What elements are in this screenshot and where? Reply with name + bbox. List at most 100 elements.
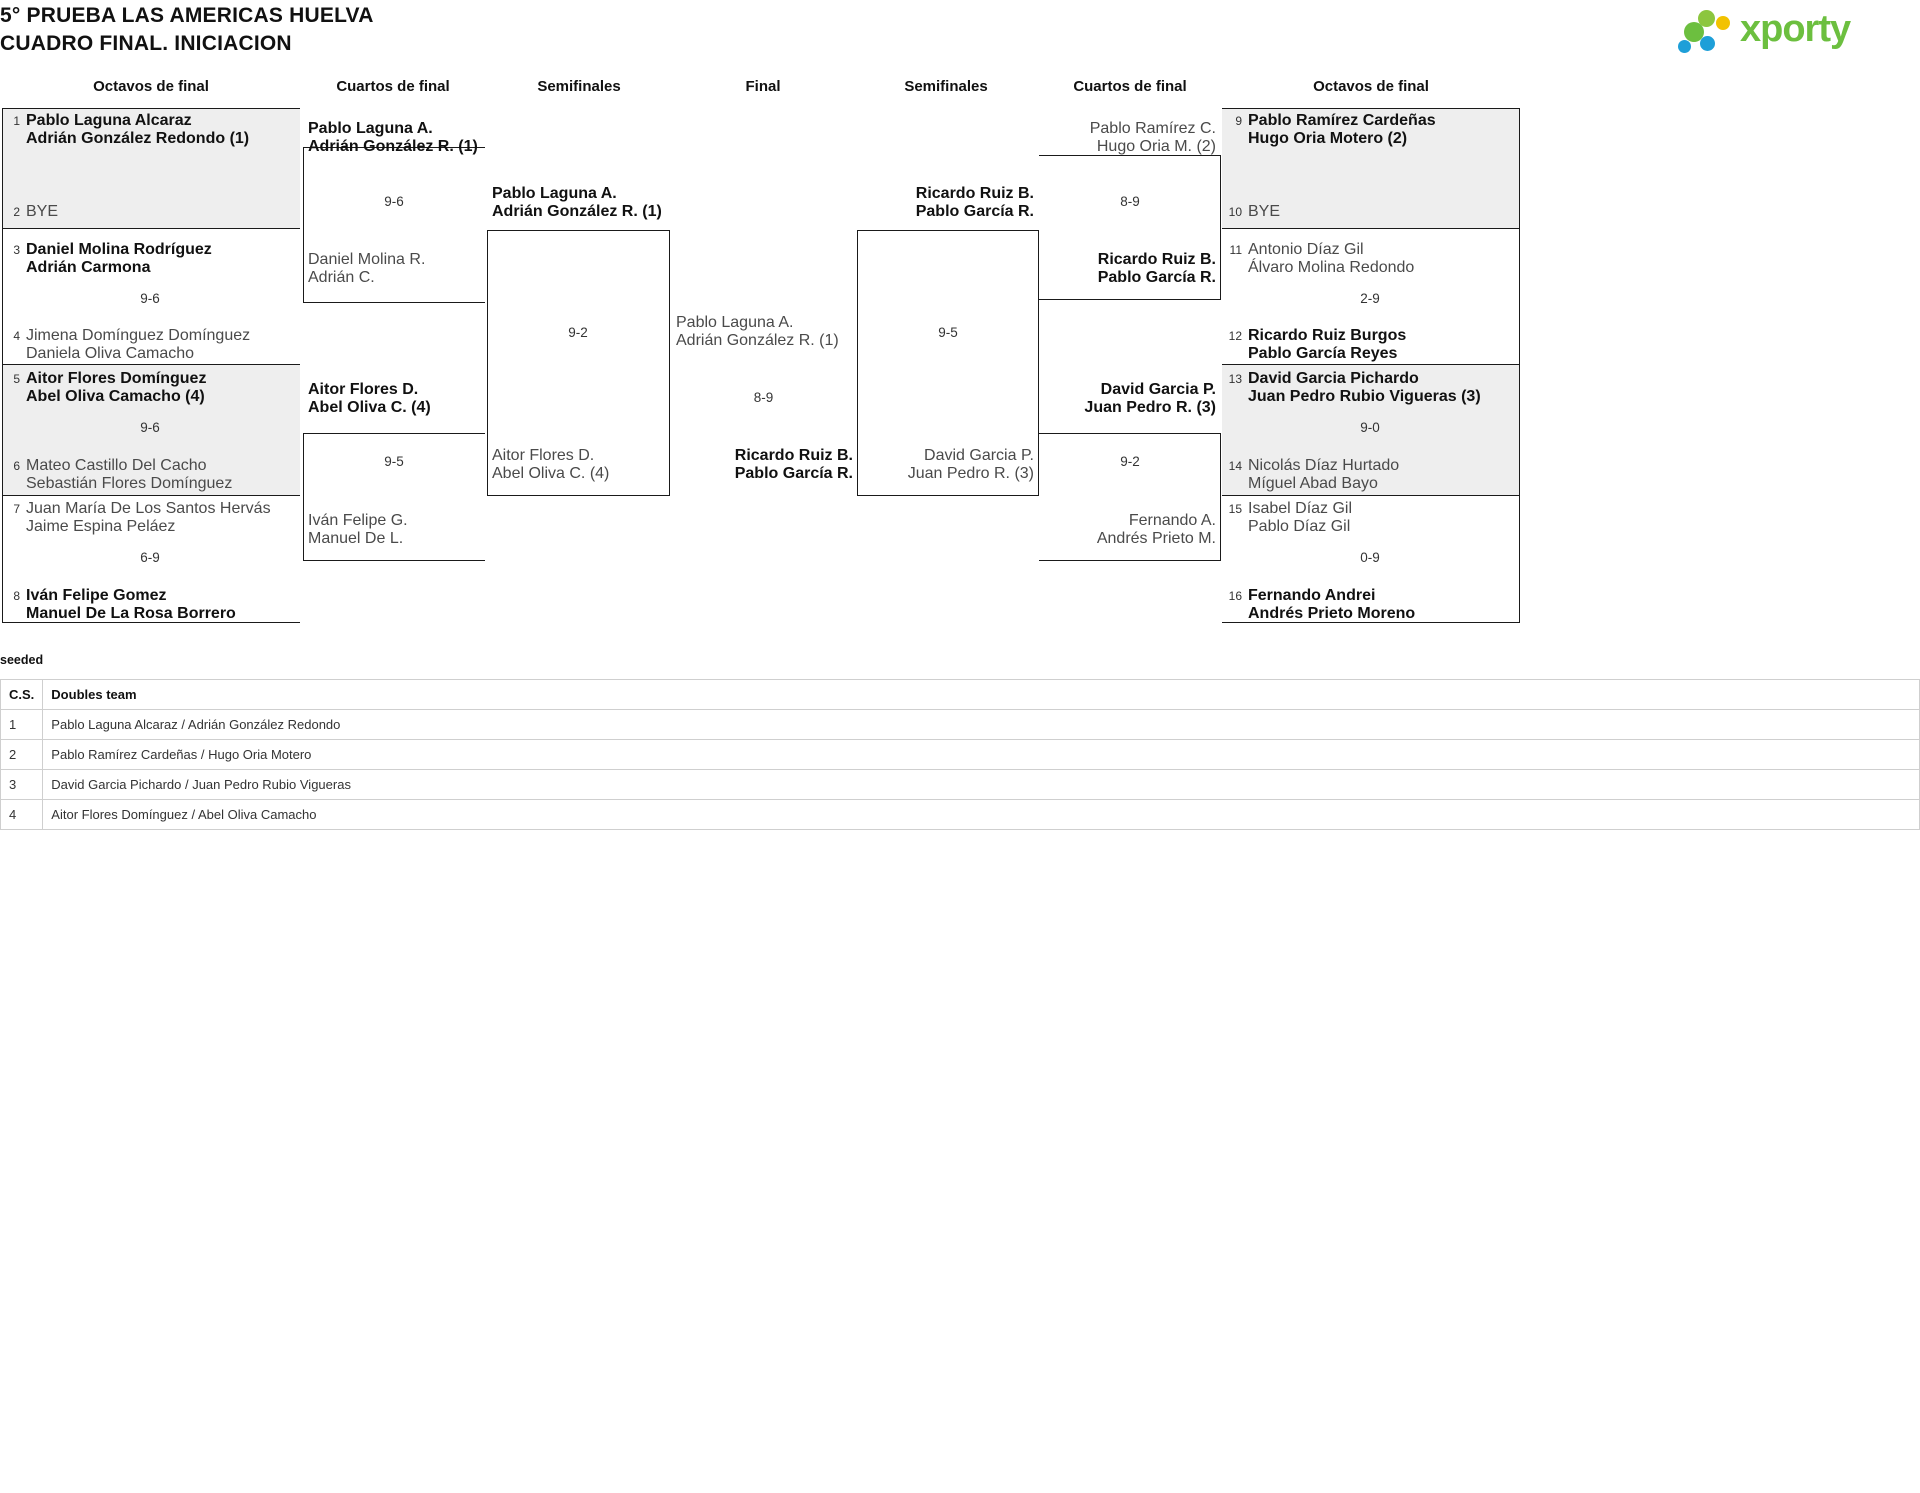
team-names: Pablo Laguna A. Adrián González R. (1) — [492, 185, 662, 221]
left-cuartos-entry-2[interactable]: Daniel Molina R. Adrián C. — [308, 251, 425, 287]
seed-number: 14 — [1228, 459, 1242, 473]
team-line-2: Adrián González R. (1) — [308, 138, 478, 155]
right-octavos-entry-9[interactable]: 9 Pablo Ramírez Cardeñas Hugo Oria Moter… — [1226, 112, 1435, 148]
left-semis-box — [487, 230, 669, 496]
round-heading-right-cuartos: Cuartos de final — [1073, 78, 1187, 95]
right-octavos-entry-14[interactable]: 14 Nicolás Díaz Hurtado Míguel Abad Bayo — [1226, 457, 1400, 493]
final-left-connector — [669, 230, 671, 496]
seed-number: 4 — [13, 329, 20, 343]
column-header-doubles-team: Doubles team — [42, 679, 1920, 710]
right-octavos-entry-12[interactable]: 12 Ricardo Ruiz Burgos Pablo García Reye… — [1226, 327, 1407, 363]
left-octavos-score-1: 9-6 — [140, 291, 160, 306]
team-line-1: Iván Felipe G. — [308, 512, 408, 529]
team-line-1: Ricardo Ruiz B. — [1097, 251, 1216, 268]
seed-number: 7 — [13, 502, 20, 516]
final-left-finalist[interactable]: Pablo Laguna A. Adrián González R. (1) — [676, 314, 839, 350]
right-cuartos-entry-1[interactable]: Pablo Ramírez C. Hugo Oria M. (2) — [1039, 120, 1216, 156]
final-champion[interactable]: Ricardo Ruiz B. Pablo García R. — [670, 447, 853, 483]
seeded-teams-table: C.S. Doubles team 1 Pablo Laguna Alcaraz… — [0, 679, 1920, 830]
team-names: Fernando Andrei Andrés Prieto Moreno — [1248, 587, 1415, 623]
seed-number: 12 — [1228, 329, 1242, 343]
left-octavos-entry-8[interactable]: 8 Iván Felipe Gomez Manuel De La Rosa Bo… — [4, 587, 236, 623]
seed-number: 13 — [1228, 372, 1242, 386]
table-row: 1 Pablo Laguna Alcaraz / Adrián González… — [0, 709, 1920, 740]
left-cuartos-entry-3[interactable]: Aitor Flores D. Abel Oliva C. (4) — [308, 381, 431, 417]
team-line-1: Daniel Molina R. — [308, 251, 426, 268]
right-semis-entry-2[interactable]: David Garcia P. Juan Pedro R. (3) — [857, 447, 1034, 483]
left-semis-entry-1[interactable]: Pablo Laguna A. Adrián González R. (1) — [492, 185, 662, 221]
seed-number: 15 — [1228, 502, 1242, 516]
round-heading-left-cuartos: Cuartos de final — [336, 78, 450, 95]
right-cuartos-score-2: 9-2 — [1120, 454, 1140, 469]
team-names: BYE — [26, 203, 58, 221]
left-octavos-box-4 — [2, 496, 300, 623]
team-line-2: Jaime Espina Peláez — [26, 518, 176, 535]
right-octavos-entry-15[interactable]: 15 Isabel Díaz Gil Pablo Díaz Gil — [1226, 500, 1352, 536]
table-row: 4 Aitor Flores Domínguez / Abel Oliva Ca… — [0, 799, 1920, 830]
team-line-2: Adrián C. — [308, 269, 375, 286]
right-cuartos-entry-3[interactable]: David Garcia P. Juan Pedro R. (3) — [1039, 381, 1216, 417]
page-header: 5° PRUEBA LAS AMERICAS HUELVA CUADRO FIN… — [0, 0, 1920, 70]
seeded-label: seeded — [0, 653, 44, 667]
team-line-2: Álvaro Molina Redondo — [1248, 259, 1415, 276]
team-line-1: BYE — [1248, 203, 1281, 220]
right-octavos-entry-16[interactable]: 16 Fernando Andrei Andrés Prieto Moreno — [1226, 587, 1416, 623]
left-octavos-entry-2[interactable]: 2 BYE — [4, 203, 58, 221]
left-octavos-box-2 — [2, 229, 300, 365]
team-names: David Garcia P. Juan Pedro R. (3) — [908, 447, 1034, 483]
team-line-1: Mateo Castillo Del Cacho — [26, 457, 207, 474]
team-names: Ricardo Ruiz B. Pablo García R. — [916, 185, 1034, 221]
team-line-2: Abel Oliva C. (4) — [492, 465, 610, 482]
team-line-1: David Garcia P. — [924, 447, 1034, 464]
left-cuartos-entry-1[interactable]: Pablo Laguna A. Adrián González R. (1) — [308, 120, 478, 156]
team-names: Pablo Laguna A. Adrián González R. (1) — [308, 120, 478, 156]
xporty-logo: xporty — [1678, 6, 1908, 58]
left-octavos-entry-5[interactable]: 5 Aitor Flores Domínguez Abel Oliva Cama… — [4, 370, 206, 406]
right-octavos-box-4 — [1222, 496, 1520, 623]
right-octavos-entry-13[interactable]: 13 David Garcia Pichardo Juan Pedro Rubi… — [1226, 370, 1481, 406]
team-names: Iván Felipe G. Manuel De L. — [308, 512, 408, 548]
team-line-1: David Garcia Pichardo — [1248, 370, 1419, 387]
round-heading-left-octavos: Octavos de final — [93, 78, 209, 95]
seed-cs: 4 — [0, 799, 44, 830]
team-line-1: Nicolás Díaz Hurtado — [1248, 457, 1400, 474]
right-octavos-entry-11[interactable]: 11 Antonio Díaz Gil Álvaro Molina Redond… — [1226, 241, 1415, 277]
seed-team: Aitor Flores Domínguez / Abel Oliva Cama… — [42, 799, 1920, 830]
left-cuartos-box-2 — [303, 433, 485, 561]
left-octavos-box-1 — [2, 108, 300, 229]
team-line-1: Juan María De Los Santos Hervás — [26, 500, 271, 517]
right-cuartos-entry-4[interactable]: Fernando A. Andrés Prieto M. — [1039, 512, 1216, 548]
seeded-block-shade-5 — [2, 365, 300, 496]
team-line-2: Daniela Oliva Camacho — [26, 345, 195, 362]
team-line-2: Sebastián Flores Domínguez — [26, 475, 233, 492]
right-cuartos-entry-2[interactable]: Ricardo Ruiz B. Pablo García R. — [1039, 251, 1216, 287]
left-octavos-entry-1[interactable]: 1 Pablo Laguna Alcaraz Adrián González R… — [4, 112, 249, 148]
team-names: Fernando A. Andrés Prieto M. — [1097, 512, 1216, 548]
left-octavos-entry-3[interactable]: 3 Daniel Molina Rodríguez Adrián Carmona — [4, 241, 212, 277]
team-line-2: Manuel De La Rosa Borrero — [26, 605, 236, 622]
page-title: 5° PRUEBA LAS AMERICAS HUELVA CUADRO FIN… — [0, 2, 374, 58]
team-line-1: Daniel Molina Rodríguez — [26, 241, 212, 258]
right-octavos-entry-10[interactable]: 10 BYE — [1226, 203, 1280, 221]
right-cuartos-box-2 — [1039, 433, 1221, 561]
team-names: David Garcia P. Juan Pedro R. (3) — [1084, 381, 1216, 417]
right-octavos-box-1 — [1222, 108, 1520, 229]
left-octavos-entry-6[interactable]: 6 Mateo Castillo Del Cacho Sebastián Flo… — [4, 457, 232, 493]
left-octavos-entry-4[interactable]: 4 Jimena Domínguez Domínguez Daniela Oli… — [4, 327, 250, 363]
left-octavos-entry-7[interactable]: 7 Juan María De Los Santos Hervás Jaime … — [4, 500, 271, 536]
left-semis-entry-2[interactable]: Aitor Flores D. Abel Oliva C. (4) — [492, 447, 609, 483]
left-semis-score: 9-2 — [568, 325, 588, 340]
seeded-block-shade-13 — [1222, 365, 1520, 496]
left-cuartos-entry-4[interactable]: Iván Felipe G. Manuel De L. — [308, 512, 408, 548]
team-line-2: Pablo Díaz Gil — [1248, 518, 1351, 535]
team-line-2: Andrés Prieto M. — [1096, 530, 1216, 547]
team-line-1: Jimena Domínguez Domínguez — [26, 327, 251, 344]
right-semis-entry-1[interactable]: Ricardo Ruiz B. Pablo García R. — [857, 185, 1034, 221]
team-line-2: Juan Pedro Rubio Vigueras (3) — [1248, 388, 1481, 405]
team-line-1: BYE — [26, 203, 59, 220]
team-names: Iván Felipe Gomez Manuel De La Rosa Borr… — [26, 587, 236, 623]
right-semis-box — [857, 230, 1039, 496]
team-line-2: Abel Oliva Camacho (4) — [26, 388, 205, 405]
right-octavos-box-3 — [1222, 365, 1520, 496]
team-line-2: Adrián González R. (1) — [676, 332, 839, 349]
